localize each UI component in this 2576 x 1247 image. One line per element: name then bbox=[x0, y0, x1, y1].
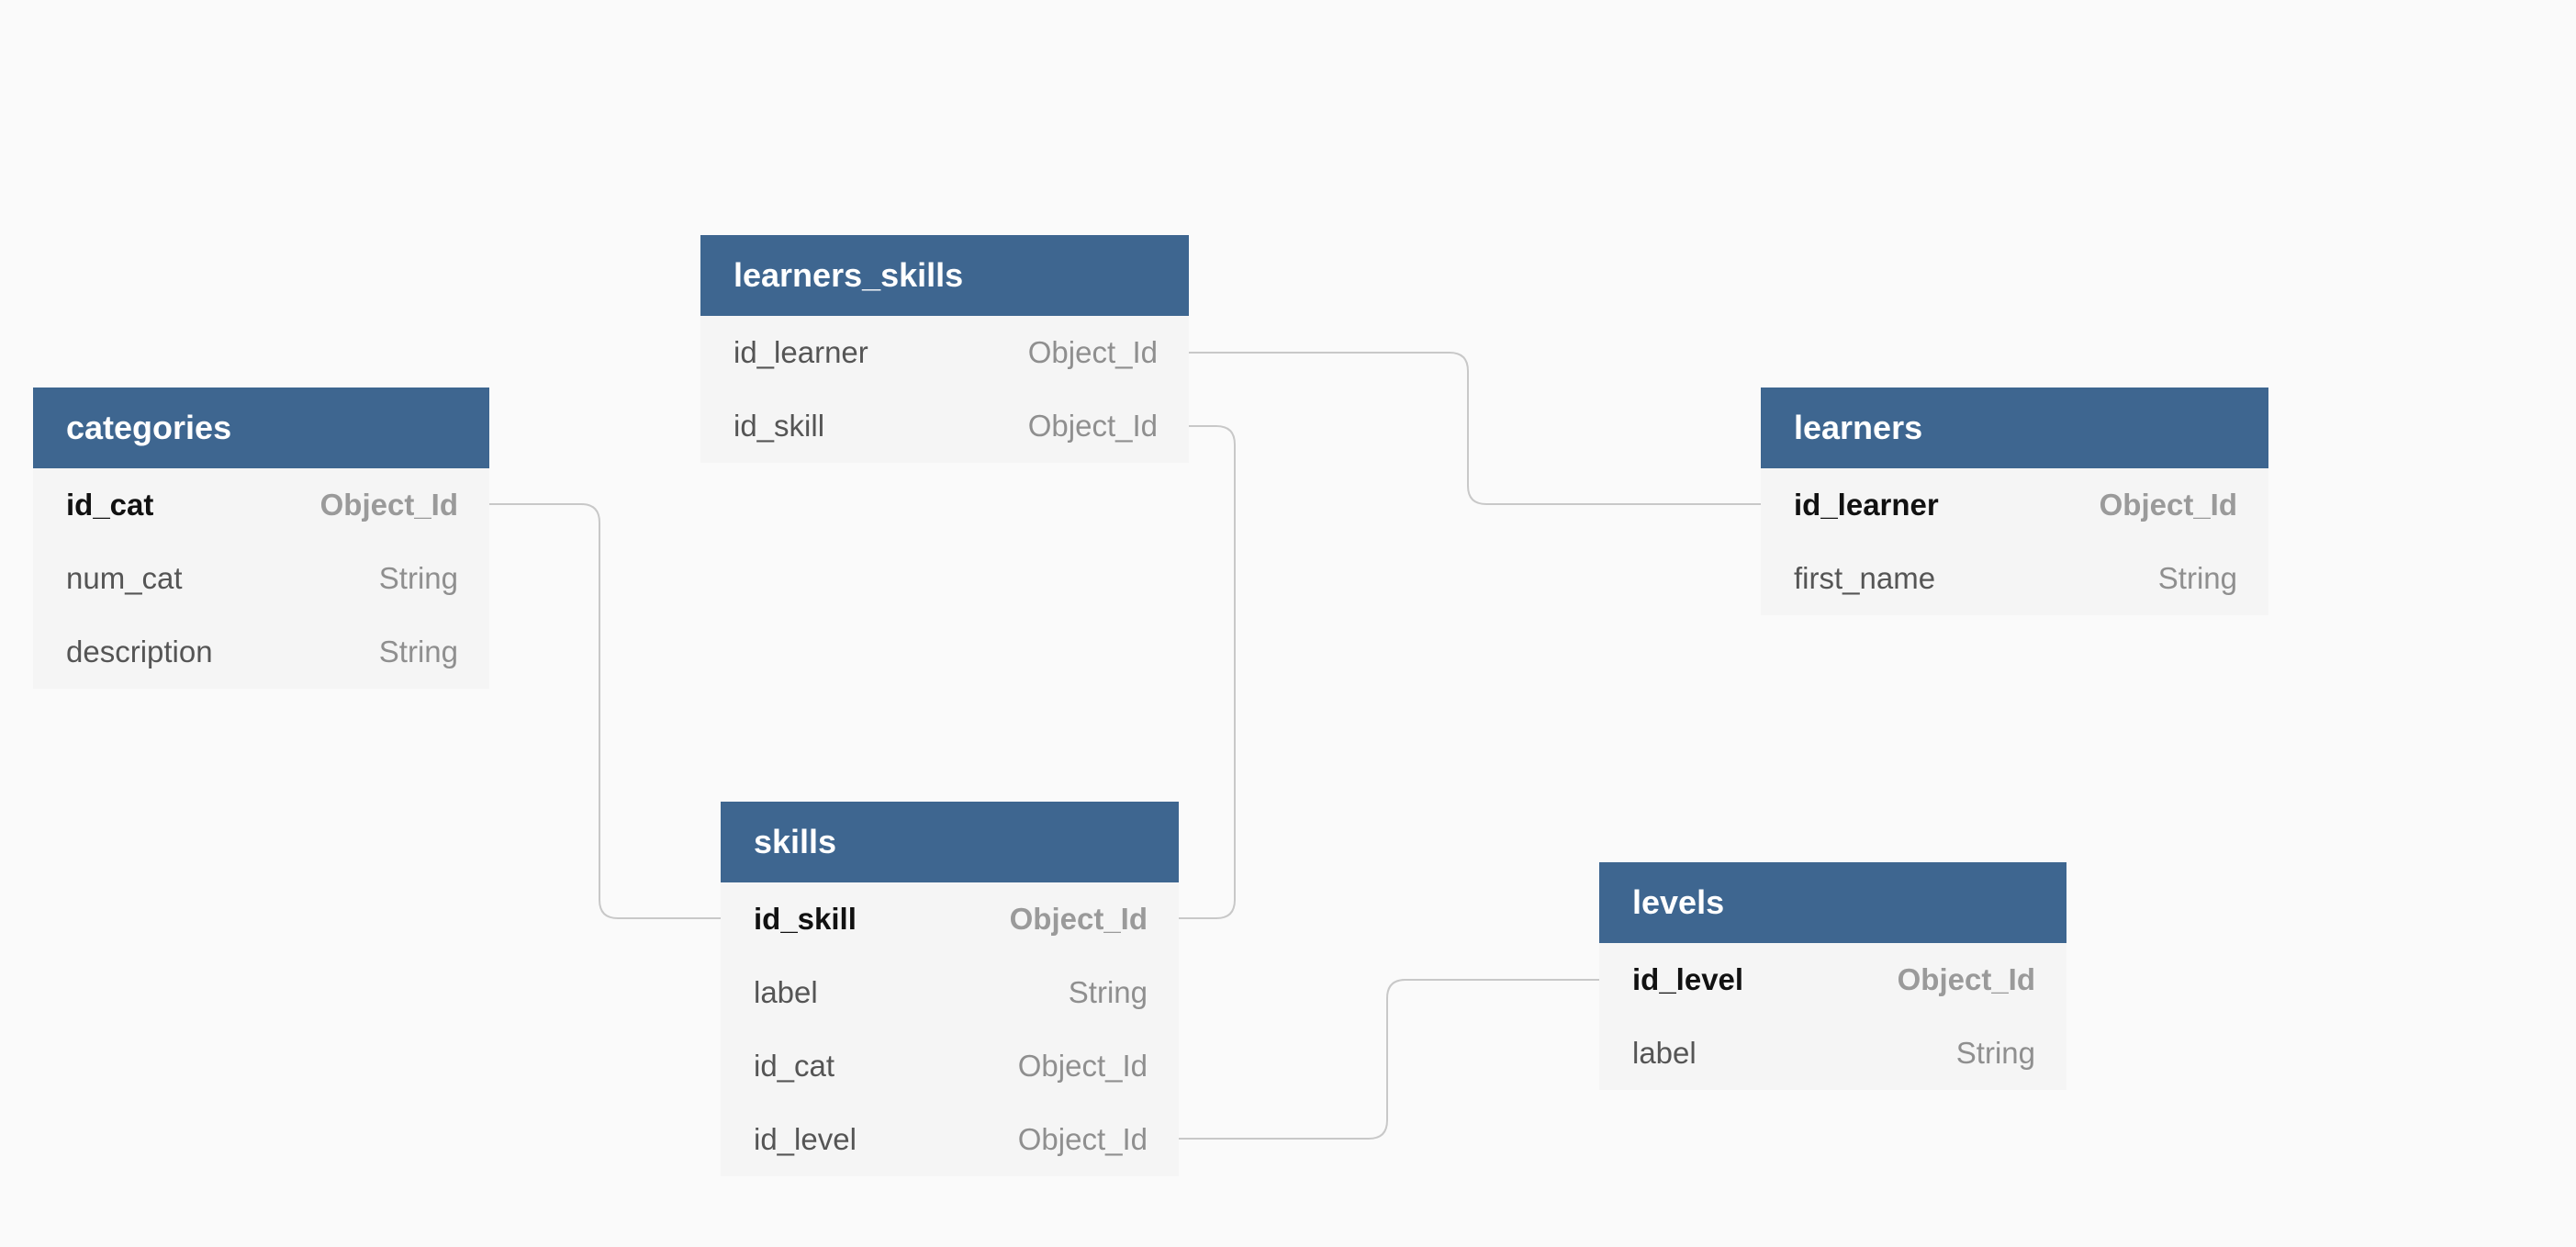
table-skills[interactable]: skills id_skill Object_Id label String i… bbox=[721, 802, 1179, 1176]
field-name: id_learner bbox=[734, 335, 868, 369]
field-type: Object_Id bbox=[1897, 962, 2035, 996]
field-type: Object_Id bbox=[1027, 335, 1158, 369]
table-title-skills[interactable]: skills bbox=[721, 802, 1179, 882]
field-row-id-learner-primary-key[interactable]: id_learner Object_Id bbox=[1761, 468, 2268, 542]
field-row-id-cat-primary-key[interactable]: id_cat Object_Id bbox=[33, 468, 489, 542]
table-learners-skills[interactable]: learners_skills id_learner Object_Id id_… bbox=[700, 235, 1189, 463]
table-learners[interactable]: learners id_learner Object_Id first_name… bbox=[1761, 388, 2268, 615]
field-name: id_skill bbox=[754, 902, 857, 936]
field-name: label bbox=[754, 975, 818, 1009]
field-row-first-name[interactable]: first_name String bbox=[1761, 542, 2268, 615]
field-row-label[interactable]: label String bbox=[721, 956, 1179, 1029]
field-type: Object_Id bbox=[319, 488, 458, 522]
table-title-learners[interactable]: learners bbox=[1761, 388, 2268, 468]
table-levels[interactable]: levels id_level Object_Id label String bbox=[1599, 862, 2066, 1090]
connector-categories-id-cat-to-skills-id-skill bbox=[489, 503, 721, 919]
field-row-label[interactable]: label String bbox=[1599, 1017, 2066, 1090]
field-name: id_skill bbox=[734, 409, 825, 443]
field-type: Object_Id bbox=[1009, 902, 1148, 936]
field-type: String bbox=[1068, 975, 1148, 1009]
field-row-id-learner[interactable]: id_learner Object_Id bbox=[700, 316, 1189, 389]
field-name: id_level bbox=[754, 1122, 857, 1156]
field-type: Object_Id bbox=[1027, 409, 1158, 443]
table-title-levels[interactable]: levels bbox=[1599, 862, 2066, 943]
field-name: id_learner bbox=[1794, 488, 1939, 522]
field-row-description[interactable]: description String bbox=[33, 615, 489, 689]
field-type: Object_Id bbox=[1017, 1049, 1148, 1083]
field-name: id_level bbox=[1632, 962, 1744, 996]
field-name: id_cat bbox=[754, 1049, 835, 1083]
field-type: String bbox=[378, 561, 458, 595]
field-row-id-skill-primary-key[interactable]: id_skill Object_Id bbox=[721, 882, 1179, 956]
field-type: Object_Id bbox=[2099, 488, 2237, 522]
field-row-id-cat[interactable]: id_cat Object_Id bbox=[721, 1029, 1179, 1103]
table-title-categories[interactable]: categories bbox=[33, 388, 489, 468]
field-row-id-level-primary-key[interactable]: id_level Object_Id bbox=[1599, 943, 2066, 1017]
field-name: num_cat bbox=[66, 561, 183, 595]
field-type: String bbox=[1955, 1036, 2035, 1070]
field-type: String bbox=[378, 635, 458, 668]
field-name: label bbox=[1632, 1036, 1697, 1070]
connector-learners-skills-id-learner-to-learners-id-learner bbox=[1189, 352, 1761, 505]
field-row-id-level[interactable]: id_level Object_Id bbox=[721, 1103, 1179, 1176]
field-type: String bbox=[2157, 561, 2237, 595]
field-row-id-skill[interactable]: id_skill Object_Id bbox=[700, 389, 1189, 463]
connector-learners-skills-id-skill-to-skills-id-skill bbox=[1179, 425, 1236, 919]
connector-skills-id-level-to-levels-id-level bbox=[1179, 979, 1599, 1140]
field-name: description bbox=[66, 635, 213, 668]
field-name: id_cat bbox=[66, 488, 154, 522]
field-type: Object_Id bbox=[1017, 1122, 1148, 1156]
field-row-num-cat[interactable]: num_cat String bbox=[33, 542, 489, 615]
table-categories[interactable]: categories id_cat Object_Id num_cat Stri… bbox=[33, 388, 489, 689]
field-name: first_name bbox=[1794, 561, 1936, 595]
table-title-learners-skills[interactable]: learners_skills bbox=[700, 235, 1189, 316]
